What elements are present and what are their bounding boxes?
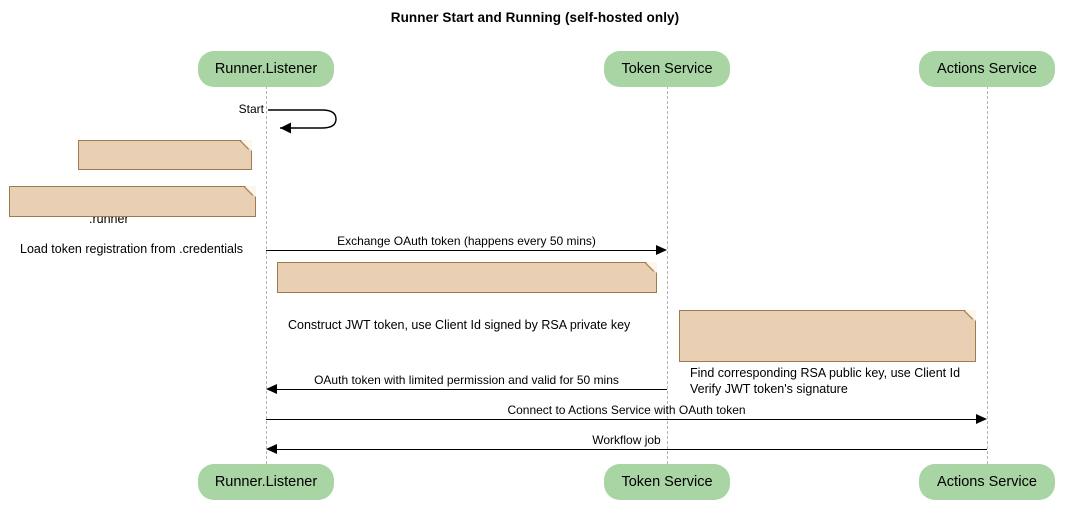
- participant-token-top[interactable]: Token Service: [604, 51, 730, 87]
- participant-runner-top[interactable]: Runner.Listener: [198, 51, 334, 87]
- note-text: Construct JWT token, use Client Id signe…: [288, 318, 631, 332]
- participant-actions-top[interactable]: Actions Service: [919, 51, 1055, 87]
- lifeline-token: [667, 86, 668, 464]
- note-fold-edge-icon: [645, 262, 657, 274]
- participant-actions-bottom[interactable]: Actions Service: [919, 464, 1055, 500]
- message-label-workflow-job: Workflow job: [592, 433, 661, 447]
- message-label-oauth-token-response: OAuth token with limited permission and …: [314, 373, 619, 387]
- note-construct-jwt-token: Construct JWT token, use Client Id signe…: [277, 262, 657, 332]
- message-label-exchange-oauth-token: Exchange OAuth token (happens every 50 m…: [337, 234, 596, 248]
- participant-label: Token Service: [621, 61, 713, 77]
- message-start-self-loop[interactable]: [264, 104, 344, 136]
- participant-label: Actions Service: [937, 474, 1037, 490]
- note-load-config: Load config info from .runner: [78, 140, 252, 226]
- participant-token-bottom[interactable]: Token Service: [604, 464, 730, 500]
- note-load-token-registration: Load token registration from .credential…: [9, 186, 256, 256]
- lifeline-runner: [266, 86, 267, 464]
- participant-label: Runner.Listener: [214, 474, 318, 490]
- participant-label: Token Service: [621, 474, 713, 490]
- note-fold-edge-icon: [244, 186, 256, 198]
- note-text: Load token registration from .credential…: [20, 242, 244, 256]
- participant-label: Runner.Listener: [214, 61, 318, 77]
- message-label-connect-to-actions: Connect to Actions Service with OAuth to…: [507, 403, 746, 417]
- note-fold-edge-icon: [240, 140, 252, 152]
- note-fold-edge-icon: [964, 310, 976, 322]
- note-verify-jwt-signature: Find corresponding RSA public key, use C…: [679, 310, 976, 396]
- page-title: Runner Start and Running (self-hosted on…: [390, 10, 680, 25]
- lifeline-actions: [987, 86, 988, 464]
- participant-label: Actions Service: [937, 61, 1037, 77]
- note-text: Find corresponding RSA public key, use C…: [690, 366, 961, 396]
- participant-runner-bottom[interactable]: Runner.Listener: [198, 464, 334, 500]
- message-label-start: Start: [238, 102, 264, 116]
